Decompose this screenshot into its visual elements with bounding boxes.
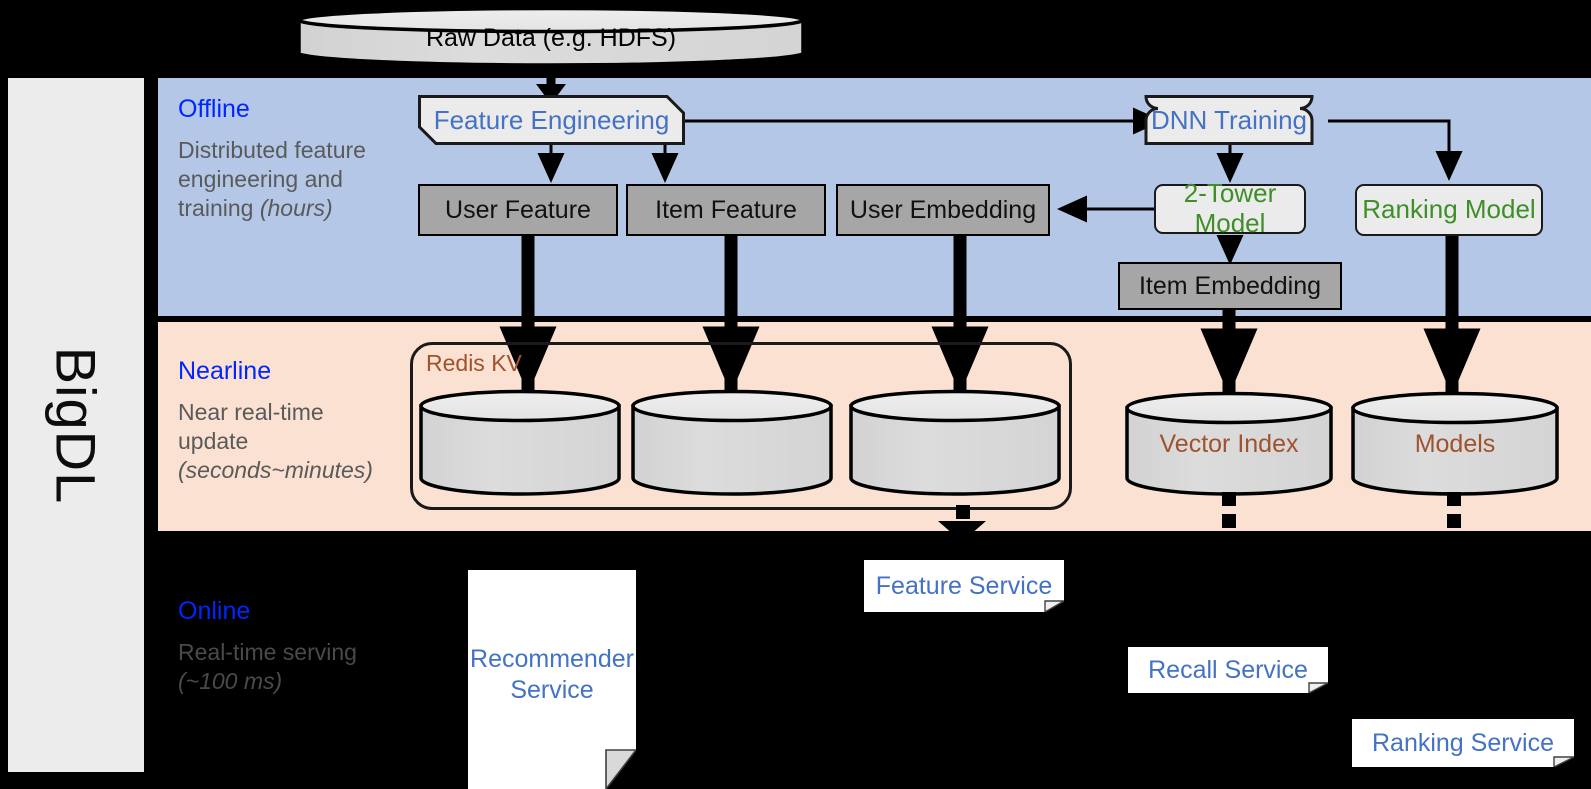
- bigdl-text: BigDL: [44, 346, 108, 504]
- nearline-subtitle-plain: Near real-time update: [178, 398, 324, 454]
- item-feature-store[interactable]: [630, 388, 834, 496]
- online-title: Online: [178, 597, 251, 625]
- user-embedding-node[interactable]: User Embedding: [836, 184, 1050, 236]
- offline-title: Offline: [178, 95, 250, 123]
- user-feature-label: User Feature: [445, 195, 591, 224]
- ranking-model-node[interactable]: Ranking Model: [1355, 184, 1543, 236]
- vector-index-store[interactable]: Vector Index: [1124, 390, 1334, 496]
- user-embedding-label: User Embedding: [849, 195, 1037, 224]
- user-feature-node[interactable]: User Feature: [418, 184, 618, 236]
- models-store[interactable]: Models: [1350, 390, 1560, 496]
- recall-service-node[interactable]: Recall Service: [1128, 647, 1328, 693]
- offline-subtitle-plain: Distributed feature engineering and trai…: [178, 136, 366, 222]
- recommender-service-node[interactable]: Recommender Service: [468, 570, 636, 789]
- recommender-service-label-line1: Recommender: [470, 645, 634, 673]
- user-embedding-store[interactable]: [848, 388, 1062, 496]
- raw-data-store[interactable]: Raw Data (e.g. HDFS): [296, 6, 806, 68]
- online-subtitle-italic: (~100 ms): [178, 667, 283, 694]
- bigdl-label: BigDL: [8, 78, 144, 772]
- dnn-training-label: DNN Training: [1150, 104, 1308, 135]
- online-subtitle-plain: Real-time serving: [178, 638, 357, 665]
- nearline-subtitle: Near real-time update (seconds~minutes): [178, 398, 393, 486]
- online-subtitle: Real-time serving (~100 ms): [178, 638, 393, 697]
- ranking-service-node[interactable]: Ranking Service: [1352, 719, 1574, 767]
- nearline-title: Nearline: [178, 357, 272, 385]
- offline-subtitle: Distributed feature engineering and trai…: [178, 136, 393, 224]
- feature-service-label: Feature Service: [875, 572, 1053, 600]
- item-embedding-label: Item Embedding: [1138, 271, 1322, 300]
- dnn-training-node[interactable]: DNN Training: [1130, 95, 1328, 145]
- ranking-model-label: Ranking Model: [1362, 194, 1536, 225]
- item-feature-label: Item Feature: [655, 195, 797, 224]
- offline-subtitle-italic: (hours): [259, 195, 333, 222]
- feature-engineering-label: Feature Engineering: [433, 104, 670, 135]
- feature-engineering-node[interactable]: Feature Engineering: [418, 95, 685, 145]
- online-caption: Online Real-time serving (~100 ms): [178, 597, 393, 697]
- feature-service-node[interactable]: Feature Service: [864, 560, 1064, 612]
- ranking-service-label: Ranking Service: [1371, 729, 1555, 757]
- nearline-subtitle-italic: (seconds~minutes): [178, 457, 373, 484]
- item-feature-node[interactable]: Item Feature: [626, 184, 826, 236]
- offline-caption: Offline Distributed feature engineering …: [178, 95, 393, 224]
- two-tower-model-node[interactable]: 2-Tower Model: [1154, 178, 1306, 238]
- redis-kv-group[interactable]: [410, 342, 1072, 510]
- nearline-caption: Nearline Near real-time update (seconds~…: [178, 357, 393, 486]
- recall-service-label: Recall Service: [1148, 656, 1308, 684]
- item-embedding-node[interactable]: Item Embedding: [1118, 262, 1342, 310]
- two-tower-model-label: 2-Tower Model: [1183, 178, 1277, 238]
- recommender-service-label-line2: Service: [510, 675, 594, 704]
- redis-kv-label: Redis KV: [426, 350, 522, 376]
- bigdl-rail: [8, 78, 144, 772]
- user-feature-store[interactable]: [418, 388, 622, 496]
